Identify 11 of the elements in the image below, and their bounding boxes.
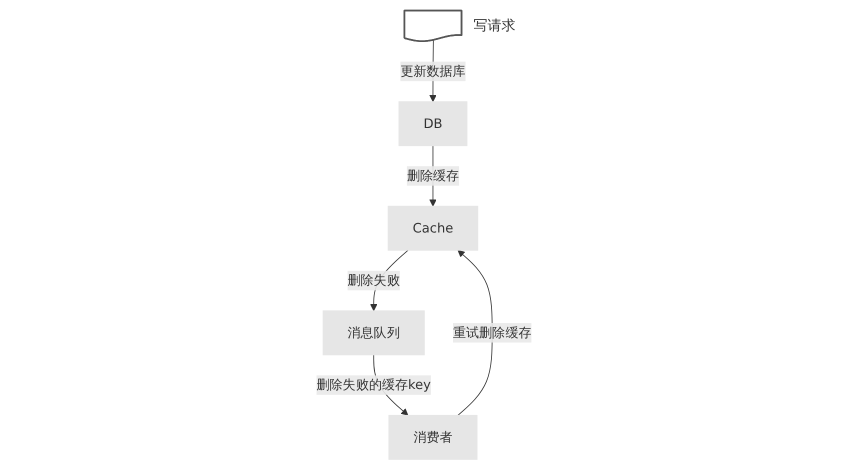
node-box: 消费者 — [388, 414, 478, 460]
edge-label: 删除失败的缓存key — [316, 376, 431, 392]
edge-label: 删除失败 — [348, 272, 400, 288]
arrow — [458, 250, 493, 416]
edge-label: 重试删除缓存 — [453, 324, 532, 340]
edge-label: 删除缓存 — [406, 168, 460, 184]
node-box: 消息队列 — [322, 310, 425, 356]
node-caption: 写请求 — [474, 16, 516, 35]
node-box: DB — [398, 101, 468, 146]
edge-label: 更新数据库 — [400, 63, 466, 79]
node-box: Cache — [388, 206, 478, 251]
